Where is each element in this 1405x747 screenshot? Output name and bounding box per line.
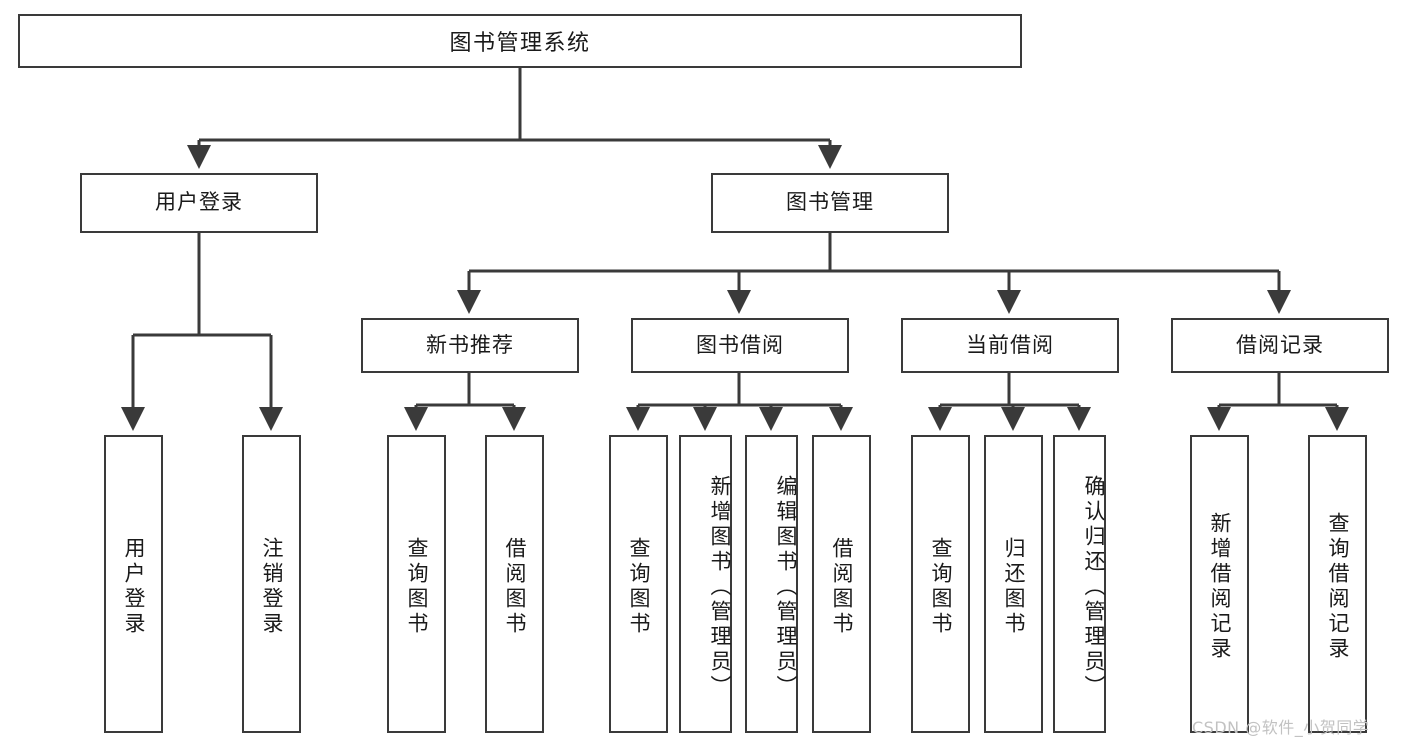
node-user-login[interactable]: 用户登录 bbox=[80, 173, 318, 233]
node-leaf-query-book-recommend[interactable]: 查询图书 bbox=[387, 435, 446, 733]
node-leaf-user-login[interactable]: 用户登录 bbox=[104, 435, 163, 733]
node-leaf-borrow-book[interactable]: 借阅图书 bbox=[812, 435, 871, 733]
node-leaf-add-book-admin[interactable]: 新增图书（管理员） bbox=[679, 435, 732, 733]
node-leaf-query-book-borrow[interactable]: 查询图书 bbox=[609, 435, 668, 733]
csdn-watermark: CSDN @软件_小贺同学 bbox=[1192, 718, 1370, 737]
node-book-borrow[interactable]: 图书借阅 bbox=[631, 318, 849, 373]
node-leaf-borrow-book-recommend[interactable]: 借阅图书 bbox=[485, 435, 544, 733]
node-current-borrow[interactable]: 当前借阅 bbox=[901, 318, 1119, 373]
node-leaf-query-book-current[interactable]: 查询图书 bbox=[911, 435, 970, 733]
node-leaf-return-book[interactable]: 归还图书 bbox=[984, 435, 1043, 733]
node-borrow-record[interactable]: 借阅记录 bbox=[1171, 318, 1389, 373]
node-leaf-add-borrow-record[interactable]: 新增借阅记录 bbox=[1190, 435, 1249, 733]
node-leaf-logout[interactable]: 注销登录 bbox=[242, 435, 301, 733]
node-new-book-recommend[interactable]: 新书推荐 bbox=[361, 318, 579, 373]
node-leaf-edit-book-admin[interactable]: 编辑图书（管理员） bbox=[745, 435, 798, 733]
node-root[interactable]: 图书管理系统 bbox=[18, 14, 1022, 68]
node-leaf-query-borrow-record[interactable]: 查询借阅记录 bbox=[1308, 435, 1367, 733]
node-book-manage[interactable]: 图书管理 bbox=[711, 173, 949, 233]
node-leaf-confirm-return-admin[interactable]: 确认归还（管理员） bbox=[1053, 435, 1106, 733]
